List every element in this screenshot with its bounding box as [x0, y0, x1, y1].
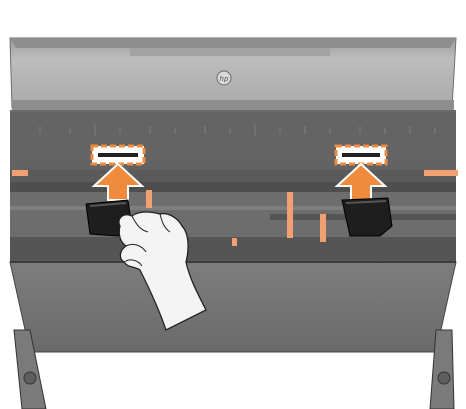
right-paper-guide-icon	[342, 198, 392, 236]
hp-logo-text: hp	[220, 75, 229, 83]
printer-top-cover	[10, 38, 456, 110]
right-slot-highlight	[336, 146, 386, 164]
printer-front-bin	[10, 262, 456, 352]
hp-logo-icon: hp	[217, 71, 231, 85]
left-slot-highlight	[92, 146, 144, 164]
